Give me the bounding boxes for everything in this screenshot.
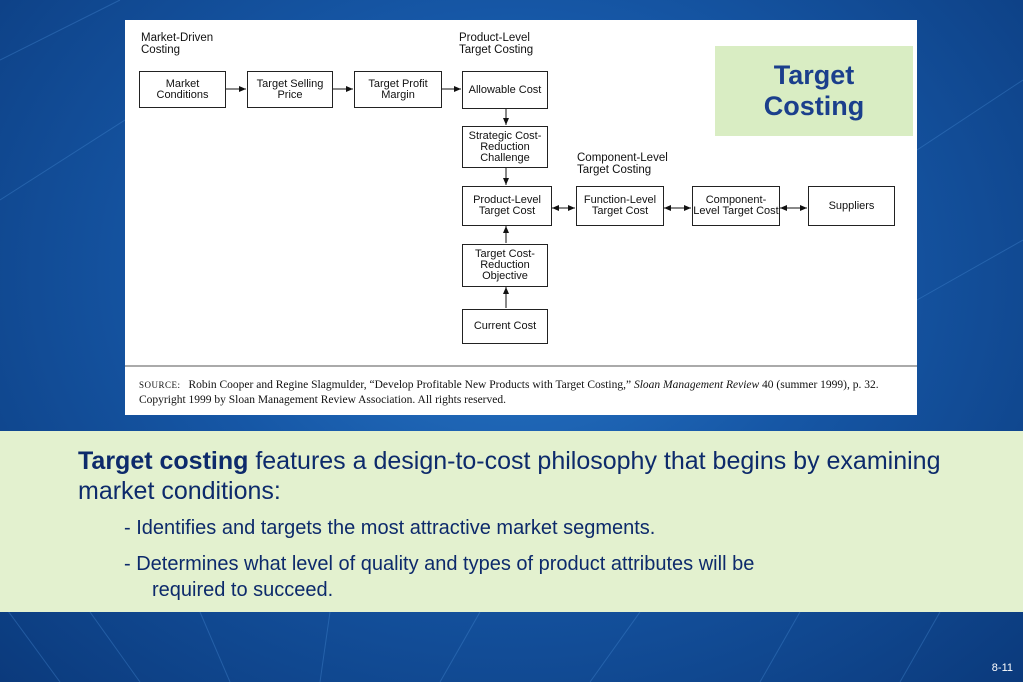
label-component-level-target-costing: Component-Level Target Costing bbox=[577, 152, 668, 176]
box-component-level-target-cost: Component-Level Target Cost bbox=[692, 186, 780, 226]
bullet-2-continued: required to succeed. bbox=[152, 579, 334, 601]
box-market-conditions: Market Conditions bbox=[139, 71, 226, 108]
box-suppliers: Suppliers bbox=[808, 186, 895, 226]
target-costing-diagram: Market-Driven Costing Product-Level Targ… bbox=[125, 20, 917, 415]
box-target-profit-margin: Target Profit Margin bbox=[354, 71, 442, 108]
label-market-driven-costing: Market-Driven Costing bbox=[141, 32, 214, 56]
slide-title-text: Target Costing bbox=[763, 60, 865, 121]
box-function-level-target-cost: Function-Level Target Cost bbox=[576, 186, 664, 226]
slide-number: 8-11 bbox=[991, 662, 1013, 674]
bullet-1: - Identifies and targets the most attrac… bbox=[124, 517, 656, 539]
main-paragraph-bold: Target costing bbox=[78, 447, 249, 475]
source-journal: Sloan Management Review bbox=[633, 379, 760, 391]
main-paragraph: Target costing features a design-to-cost… bbox=[78, 446, 998, 506]
box-target-selling-price: Target Selling Price bbox=[247, 71, 333, 108]
source-text-after: 40 (summer 1999), p. 32. Copyright 1999 … bbox=[139, 379, 879, 406]
source-text-before: Robin Cooper and Regine Slagmulder, “Dev… bbox=[188, 379, 632, 391]
label-product-level-target-costing: Product-Level Target Costing bbox=[459, 32, 534, 56]
text-band bbox=[0, 431, 1023, 612]
bullet-2: - Determines what level of quality and t… bbox=[124, 553, 755, 575]
box-product-level-target-cost: Product-Level Target Cost bbox=[462, 186, 552, 226]
main-paragraph-rest: features a design-to-cost philosophy tha… bbox=[78, 447, 941, 505]
box-strategic-cost-reduction-challenge: Strategic Cost-Reduction Challenge bbox=[462, 126, 548, 168]
slide-title: Target Costing bbox=[715, 46, 913, 136]
box-current-cost: Current Cost bbox=[462, 309, 548, 344]
box-allowable-cost: Allowable Cost bbox=[462, 71, 548, 109]
source-key: source: bbox=[139, 380, 181, 390]
source-citation: source: Robin Cooper and Regine Slagmulde… bbox=[139, 378, 909, 408]
diagram-connectors bbox=[125, 86, 917, 367]
box-target-cost-reduction-objective: Target Cost-Reduction Objective bbox=[462, 244, 548, 287]
